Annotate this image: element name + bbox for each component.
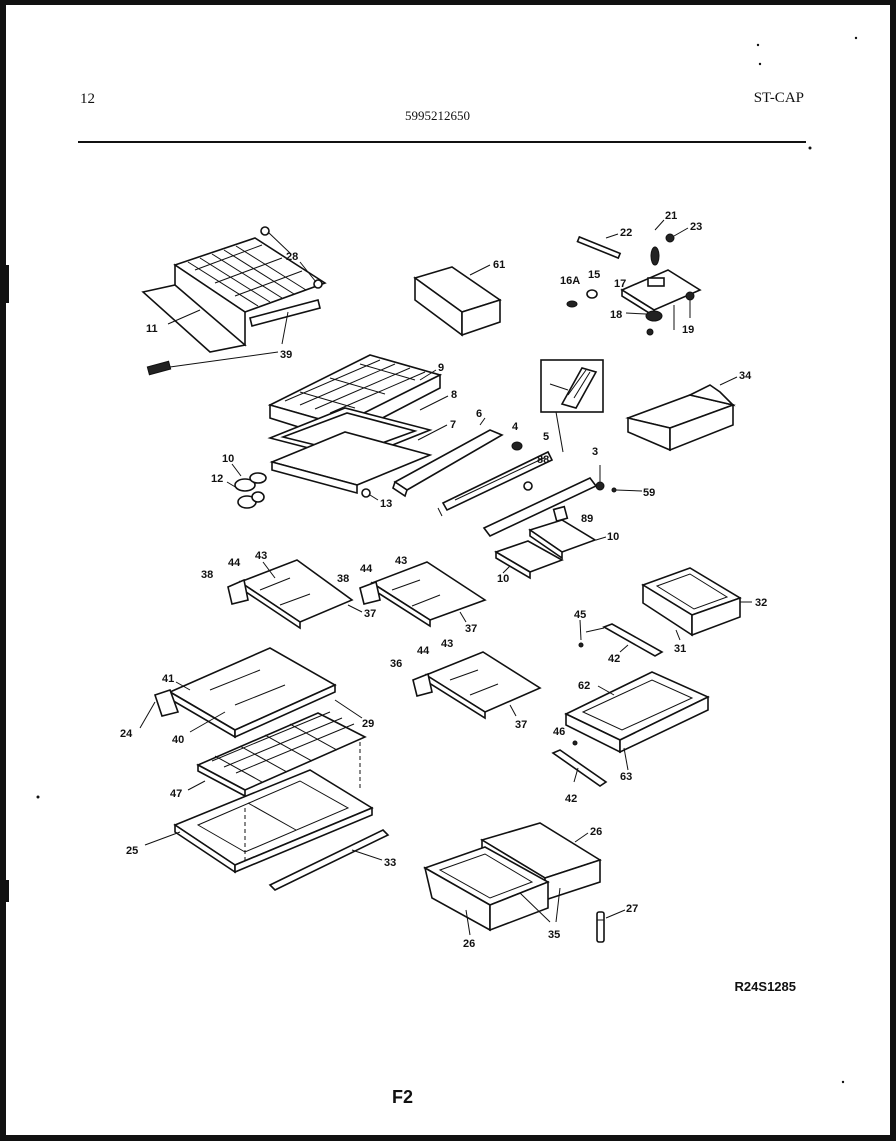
callout-7: 7 xyxy=(450,419,456,431)
slide-rail-lower: 46 42 xyxy=(551,726,608,805)
callout-43b: 43 xyxy=(395,555,407,567)
callout-23: 23 xyxy=(690,221,702,233)
glass-shelf-large: 24 41 40 29 xyxy=(120,647,374,746)
callout-14: 13 xyxy=(380,498,392,510)
small-parts-12-13: 10 12 xyxy=(211,453,267,509)
meat-pan: 62 63 xyxy=(564,671,710,783)
callout-42b: 42 xyxy=(565,793,577,805)
callout-37c: 37 xyxy=(515,719,527,731)
figure-label: F2 xyxy=(392,1087,414,1107)
slide-rail-upper: 45 42 xyxy=(574,609,664,665)
glass-shelf-c: 36 44 43 37 xyxy=(390,638,542,731)
callout-31: 31 xyxy=(674,643,686,655)
control-assembly: 22 21 23 16A 15 17 18 19 xyxy=(560,210,702,336)
callout-6: 6 xyxy=(476,408,482,420)
callout-29: 29 xyxy=(362,718,374,730)
callout-11: 11 xyxy=(146,323,158,335)
callout-43c: 43 xyxy=(441,638,453,650)
callout-15: 15 xyxy=(588,269,600,281)
part-number: 5995212650 xyxy=(405,108,470,123)
callout-25: 25 xyxy=(126,845,138,857)
scan-edge-top xyxy=(0,0,896,5)
glass-shelf-a: 38 44 43 37 xyxy=(201,550,376,630)
callout-44b: 44 xyxy=(360,563,373,575)
callout-8: 8 xyxy=(451,389,457,401)
callout-63: 63 xyxy=(620,771,632,783)
callout-43: 43 xyxy=(255,550,267,562)
callout-37b: 37 xyxy=(465,623,477,635)
callout-39: 39 xyxy=(280,349,292,361)
door-bin-34: 34 xyxy=(625,370,752,452)
drawing-reference-code: R24S1285 xyxy=(734,979,796,994)
shelf-rails: 6 4 5 13 3 59 89 xyxy=(361,408,655,538)
callout-38: 38 xyxy=(201,569,213,581)
callout-37: 37 xyxy=(364,608,376,620)
stop-27: 27 xyxy=(596,903,638,943)
scan-edge-bottom xyxy=(0,1135,896,1141)
callout-10b: 10 xyxy=(497,573,509,585)
callout-28: 28 xyxy=(286,251,298,263)
callout-16a: 16A xyxy=(560,275,580,287)
callout-18: 18 xyxy=(610,309,622,321)
callout-44c: 44 xyxy=(417,645,430,657)
scan-edge-mark xyxy=(0,265,9,303)
crisper-cover-assembly: 28 11 39 xyxy=(141,226,327,376)
callout-45: 45 xyxy=(574,609,586,621)
callout-44: 44 xyxy=(228,557,241,569)
callout-41: 41 xyxy=(162,673,174,685)
callout-12: 10 xyxy=(222,453,234,465)
callout-5: 5 xyxy=(543,431,549,443)
header-rule xyxy=(78,141,806,143)
callout-89: 89 xyxy=(581,513,593,525)
page-number: 12 xyxy=(80,91,95,107)
callout-35: 35 xyxy=(548,929,560,941)
callout-26: 26 xyxy=(590,826,602,838)
callout-36: 36 xyxy=(390,658,402,670)
callout-4: 4 xyxy=(512,421,519,433)
callout-17: 17 xyxy=(614,278,626,290)
scan-edge-mark xyxy=(0,880,9,902)
callout-9: 9 xyxy=(438,362,444,374)
egg-trays: 10 10 xyxy=(494,519,619,585)
scan-edge-left xyxy=(0,0,6,1141)
callout-42: 42 xyxy=(608,653,620,665)
rail-33: 33 xyxy=(268,829,396,891)
callout-32: 32 xyxy=(755,597,767,609)
callout-3: 3 xyxy=(592,446,598,458)
callout-61: 61 xyxy=(493,259,505,271)
callout-46: 46 xyxy=(553,726,565,738)
callout-38b: 38 xyxy=(337,573,349,585)
callout-27: 27 xyxy=(626,903,638,915)
callout-26b: 26 xyxy=(463,938,475,950)
callout-10: 10 xyxy=(607,531,619,543)
callout-59: 59 xyxy=(643,487,655,499)
scan-edge-right xyxy=(890,0,896,1141)
crisper-frame-25: 25 xyxy=(126,769,374,874)
model-code: ST-CAP xyxy=(753,90,804,106)
callout-88: 88 xyxy=(537,454,549,466)
bracket-61: 61 xyxy=(413,259,505,337)
glass-shelf-b: 38 44 43 37 xyxy=(337,555,487,635)
callout-62: 62 xyxy=(578,680,590,692)
crisper-drawers: 26 26 35 xyxy=(423,822,602,950)
callout-34: 34 xyxy=(739,370,752,382)
callout-33: 33 xyxy=(384,857,396,869)
callout-13: 12 xyxy=(211,473,223,485)
crisper-cover-shelf: 9 8 7 xyxy=(267,354,457,495)
callout-19: 19 xyxy=(682,324,694,336)
callout-47: 47 xyxy=(170,788,182,800)
wire-grille-47: 47 xyxy=(170,711,367,800)
drawer-32: 32 31 xyxy=(641,567,767,655)
detail-88: 88 xyxy=(537,359,604,466)
callout-22: 22 xyxy=(620,227,632,239)
callout-24: 24 xyxy=(120,728,133,740)
callout-21: 21 xyxy=(665,210,677,222)
callout-40: 40 xyxy=(172,734,184,746)
